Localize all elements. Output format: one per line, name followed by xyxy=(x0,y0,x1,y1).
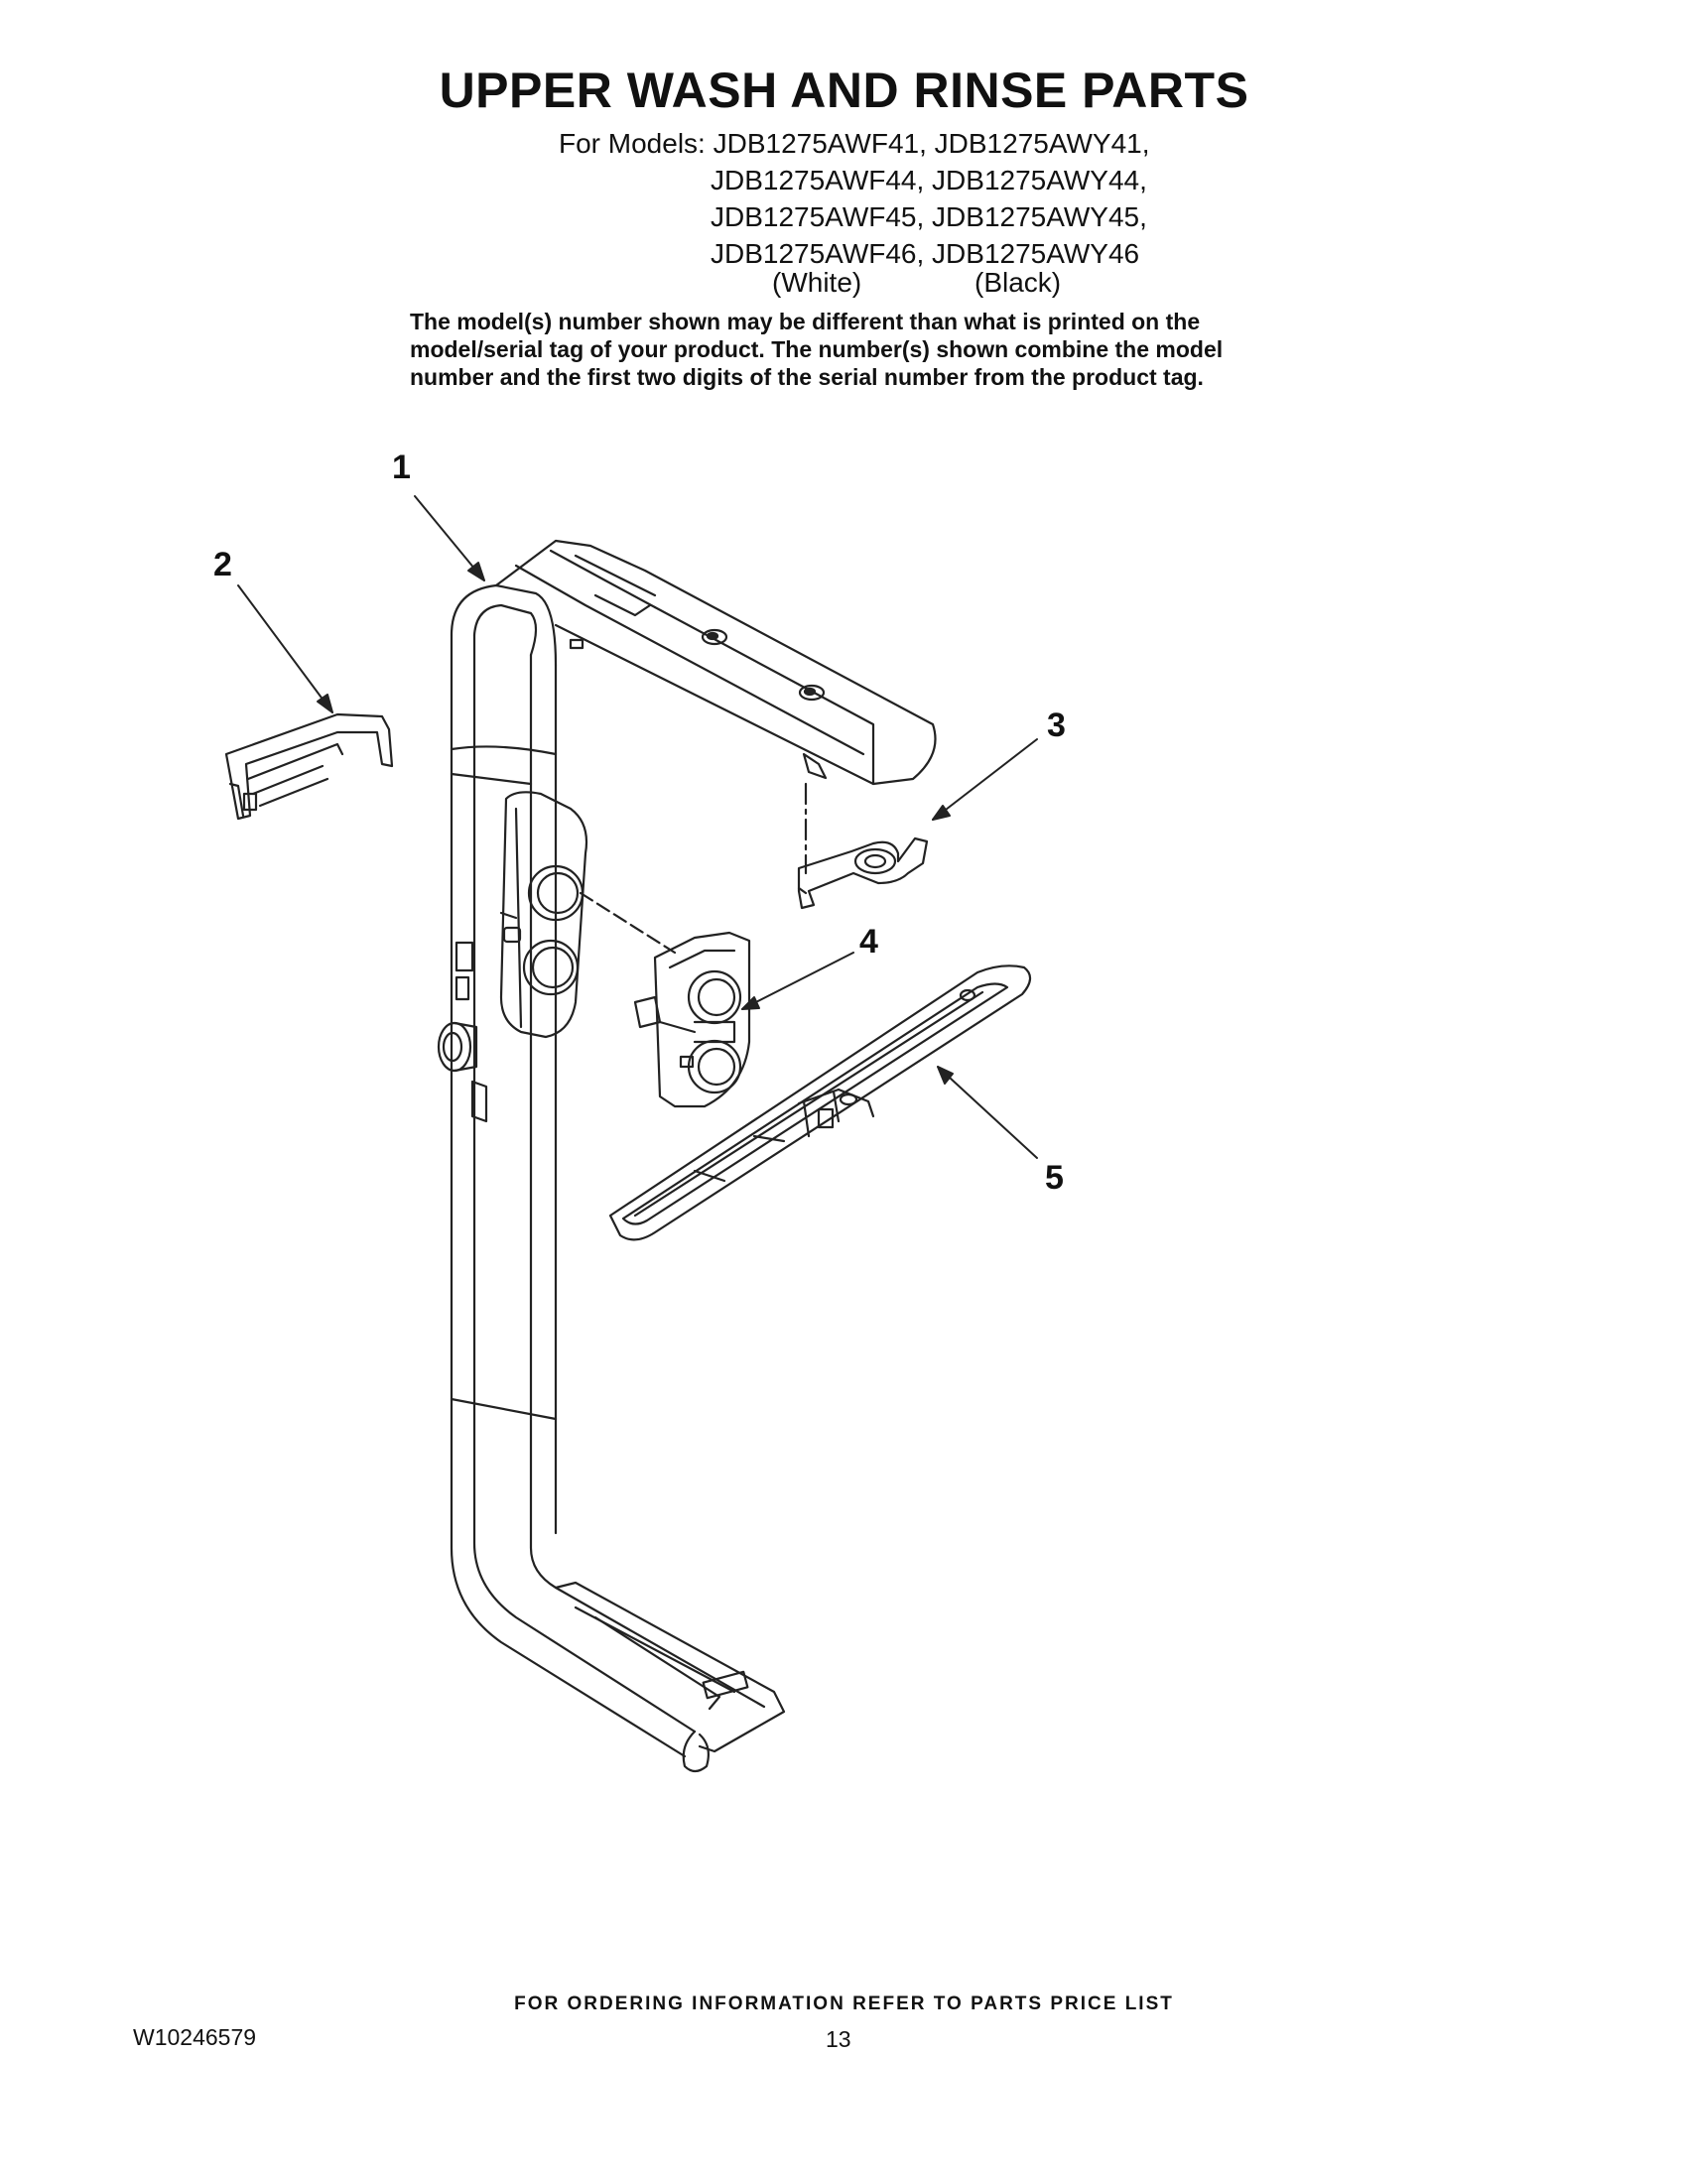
model-row-3: JDB1275AWF45, JDB1275AWY45, xyxy=(711,201,1147,232)
model-number-note: The model(s) number shown may be differe… xyxy=(410,308,1303,391)
page-title: UPPER WASH AND RINSE PARTS xyxy=(439,63,1249,118)
callout-2: 2 xyxy=(213,546,232,583)
model-row-1: For Models: JDB1275AWF41, JDB1275AWY41, xyxy=(559,128,1150,159)
model-row-4: JDB1275AWF46, JDB1275AWY46 xyxy=(711,238,1140,269)
note-line-3: number and the first two digits of the s… xyxy=(410,364,1204,390)
note-line-2: model/serial tag of your product. The nu… xyxy=(410,336,1224,362)
document-number: W10246579 xyxy=(133,2024,257,2050)
part-1-conduit xyxy=(437,539,937,1773)
callout-3: 3 xyxy=(1047,707,1066,744)
color-white-label: (White) xyxy=(772,267,862,298)
model-row-2: JDB1275AWF44, JDB1275AWY44, xyxy=(711,165,1147,195)
part-2-clip xyxy=(224,712,394,821)
page-number: 13 xyxy=(826,2026,851,2052)
part-5-spray-arm xyxy=(608,964,1032,1241)
part-4-nozzle-insert xyxy=(633,931,751,1108)
part-3-clip xyxy=(797,836,929,910)
callout-5: 5 xyxy=(1045,1159,1064,1197)
callout-1: 1 xyxy=(392,449,411,486)
ordering-info: FOR ORDERING INFORMATION REFER TO PARTS … xyxy=(514,1993,1174,2014)
note-line-1: The model(s) number shown may be differe… xyxy=(410,309,1201,334)
color-black-label: (Black) xyxy=(974,267,1062,298)
callout-4: 4 xyxy=(859,923,878,961)
callout-leaders xyxy=(237,495,1038,1159)
